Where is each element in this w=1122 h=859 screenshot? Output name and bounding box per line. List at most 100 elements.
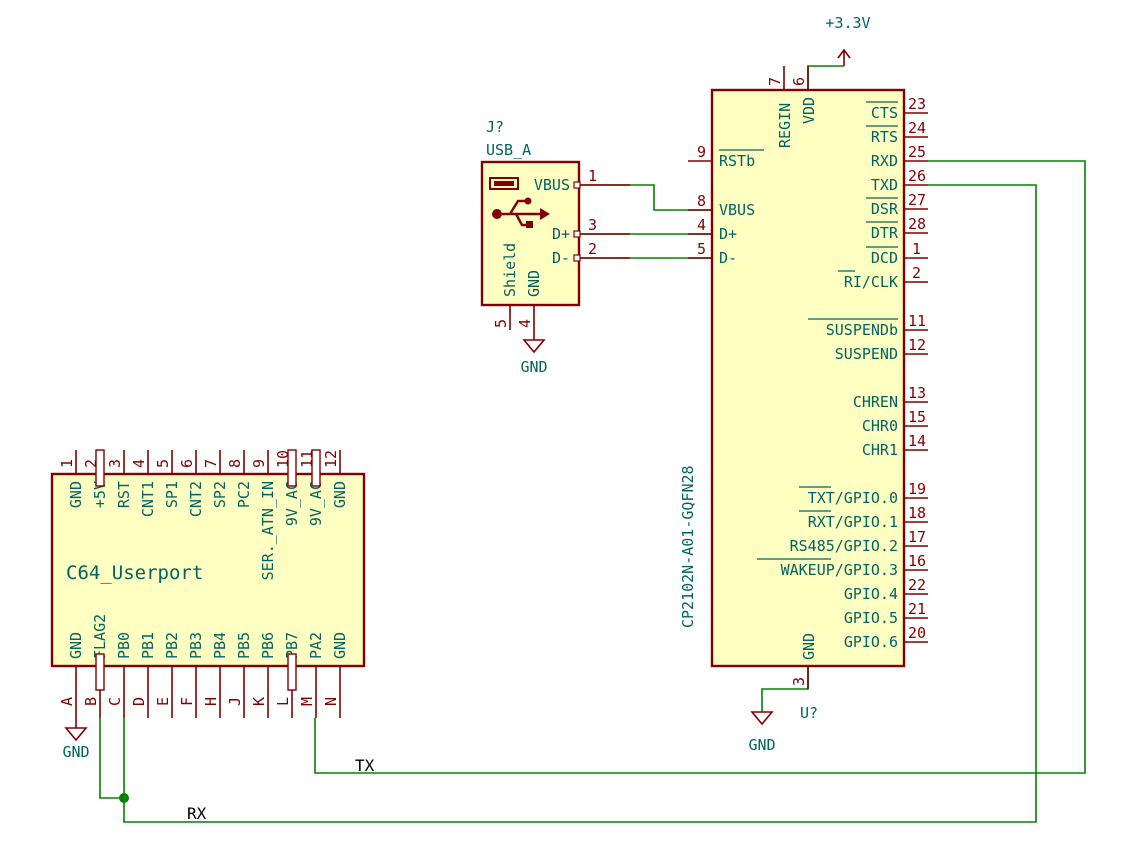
userport-pin-num: 8 bbox=[226, 459, 244, 468]
ic-pin-name: CHR0 bbox=[862, 417, 898, 435]
userport-pin-name: FLAG2 bbox=[91, 614, 109, 659]
ic-pin-num: 2 bbox=[912, 264, 921, 282]
usb-pin-name: GND bbox=[525, 270, 543, 297]
userport-pin-name: PB2 bbox=[163, 632, 181, 659]
userport-pin-name: RST bbox=[115, 481, 133, 508]
userport-pin-name: GND bbox=[67, 481, 85, 508]
wire-3v3 bbox=[807, 65, 844, 90]
gnd-label: GND bbox=[520, 358, 547, 376]
ic-pin-name: RTS bbox=[871, 128, 898, 146]
userport-pin-num: D bbox=[130, 697, 148, 706]
ic-pin-name: RSTb bbox=[719, 152, 755, 170]
ic-pin-num: 5 bbox=[697, 240, 706, 258]
ic-pin-num: 27 bbox=[908, 191, 926, 209]
ic-pin-num: 8 bbox=[697, 192, 706, 210]
ic-pin-num: 22 bbox=[908, 576, 926, 594]
ic-pin-name: DSR bbox=[871, 200, 899, 218]
userport-pin-name: PB5 bbox=[235, 632, 253, 659]
ic-pin-num: 18 bbox=[908, 504, 926, 522]
ic-pin-num: 21 bbox=[908, 600, 926, 618]
ic-body bbox=[710, 88, 906, 668]
ic-pin-name: D+ bbox=[719, 225, 737, 243]
ic-pin-name: REGIN bbox=[776, 103, 794, 148]
ic-pin-num: 20 bbox=[908, 624, 926, 642]
userport-pin-name: 9V_AC bbox=[307, 481, 325, 526]
userport-pin-name: PA2 bbox=[307, 632, 325, 659]
userport-pin-num: F bbox=[178, 697, 196, 706]
userport-pin-name: PB0 bbox=[115, 632, 133, 659]
userport-pin-name: PB1 bbox=[139, 632, 157, 659]
userport-pin-num: B bbox=[82, 697, 100, 706]
ic-pin-name: D- bbox=[719, 249, 737, 267]
userport-pin-num: 4 bbox=[130, 459, 148, 468]
ic-pin-num: 3 bbox=[790, 677, 808, 686]
ic-pin-name: CTS bbox=[871, 104, 898, 122]
ic-pin-name: VDD bbox=[800, 97, 818, 124]
usb-value: USB_A bbox=[486, 141, 531, 159]
ic-pin-name: DCD bbox=[871, 249, 898, 267]
userport-pin-num: M bbox=[298, 697, 316, 706]
usb-a-connector: J? USB_A 1 3 2 VBUS D+ D- Shield GND 5 bbox=[480, 118, 630, 376]
ic-value: CP2102N-A01-GQFN28 bbox=[679, 465, 697, 628]
ic-pin-num: 23 bbox=[908, 95, 926, 113]
usb-pin-num: 3 bbox=[588, 216, 597, 234]
cp2102n-ic: +3.3V 7 6 REGIN VDD 9 8 4 5 RSTb VBUS D+… bbox=[679, 14, 928, 754]
usb-pin-num: 4 bbox=[516, 319, 534, 328]
userport-pin-num: 2 bbox=[82, 459, 100, 468]
usb-pin-name: D- bbox=[552, 249, 570, 267]
userport-pin-name: GND bbox=[331, 481, 349, 508]
userport-pin-num: 7 bbox=[202, 459, 220, 468]
userport-pin-num: L bbox=[274, 697, 292, 706]
wire-tx bbox=[314, 160, 1086, 774]
ic-pin-num: 26 bbox=[908, 167, 926, 185]
power-arrow-icon bbox=[837, 48, 851, 66]
userport-pin-name: PB3 bbox=[187, 632, 205, 659]
userport-pin-num: K bbox=[250, 697, 268, 706]
junction-dot bbox=[119, 793, 129, 803]
ground-icon bbox=[750, 711, 774, 726]
ic-pin-name: GPIO.5 bbox=[844, 609, 898, 627]
ic-pin-name: CHREN bbox=[853, 393, 898, 411]
ic-pin-num: 24 bbox=[908, 119, 926, 137]
ic-pin-name: RS485/GPIO.2 bbox=[790, 537, 898, 555]
ic-pin-num: 28 bbox=[908, 215, 926, 233]
power-label: +3.3V bbox=[825, 14, 870, 32]
ic-pin-name: RXT/GPIO.1 bbox=[808, 513, 898, 531]
net-label-tx: TX bbox=[355, 756, 375, 775]
net-label-rx: RX bbox=[187, 804, 207, 823]
ic-pin-name: RXD bbox=[871, 152, 898, 170]
ground-icon bbox=[64, 727, 88, 742]
userport-pin-num: C bbox=[106, 697, 124, 706]
usb-pin-num: 1 bbox=[588, 167, 597, 185]
ic-pin-name: WAKEUP/GPIO.3 bbox=[781, 561, 898, 579]
ic-pin-name: RI/CLK bbox=[844, 273, 898, 291]
userport-pin-name: PB4 bbox=[211, 632, 229, 659]
usb-ref: J? bbox=[486, 118, 504, 136]
usb-pin-name: D+ bbox=[552, 225, 570, 243]
userport-pin-num: A bbox=[58, 697, 76, 706]
ic-pin-name: GPIO.6 bbox=[844, 633, 898, 651]
ic-pin-num: 19 bbox=[908, 480, 926, 498]
userport-body bbox=[50, 472, 366, 668]
userport-pin-name: PC2 bbox=[235, 481, 253, 508]
userport-pin-num: 6 bbox=[178, 459, 196, 468]
usb-logo-icon bbox=[489, 177, 550, 228]
userport-pin-num: N bbox=[322, 697, 340, 706]
ic-pin-num: 13 bbox=[908, 384, 926, 402]
ic-pin-num: 4 bbox=[697, 216, 706, 234]
userport-pin-name: CNT1 bbox=[139, 481, 157, 517]
ic-pin-num: 1 bbox=[912, 240, 921, 258]
ic-pin-num: 16 bbox=[908, 552, 926, 570]
ic-pin-num: 11 bbox=[908, 312, 926, 330]
ic-pin-name: GPIO.4 bbox=[844, 585, 898, 603]
ic-pin-name: GND bbox=[800, 633, 818, 660]
userport-pin-num: E bbox=[154, 697, 172, 706]
usb-pin-num: 2 bbox=[588, 240, 597, 258]
ground-icon bbox=[522, 339, 546, 354]
userport-pin-name: PB7 bbox=[283, 632, 301, 659]
